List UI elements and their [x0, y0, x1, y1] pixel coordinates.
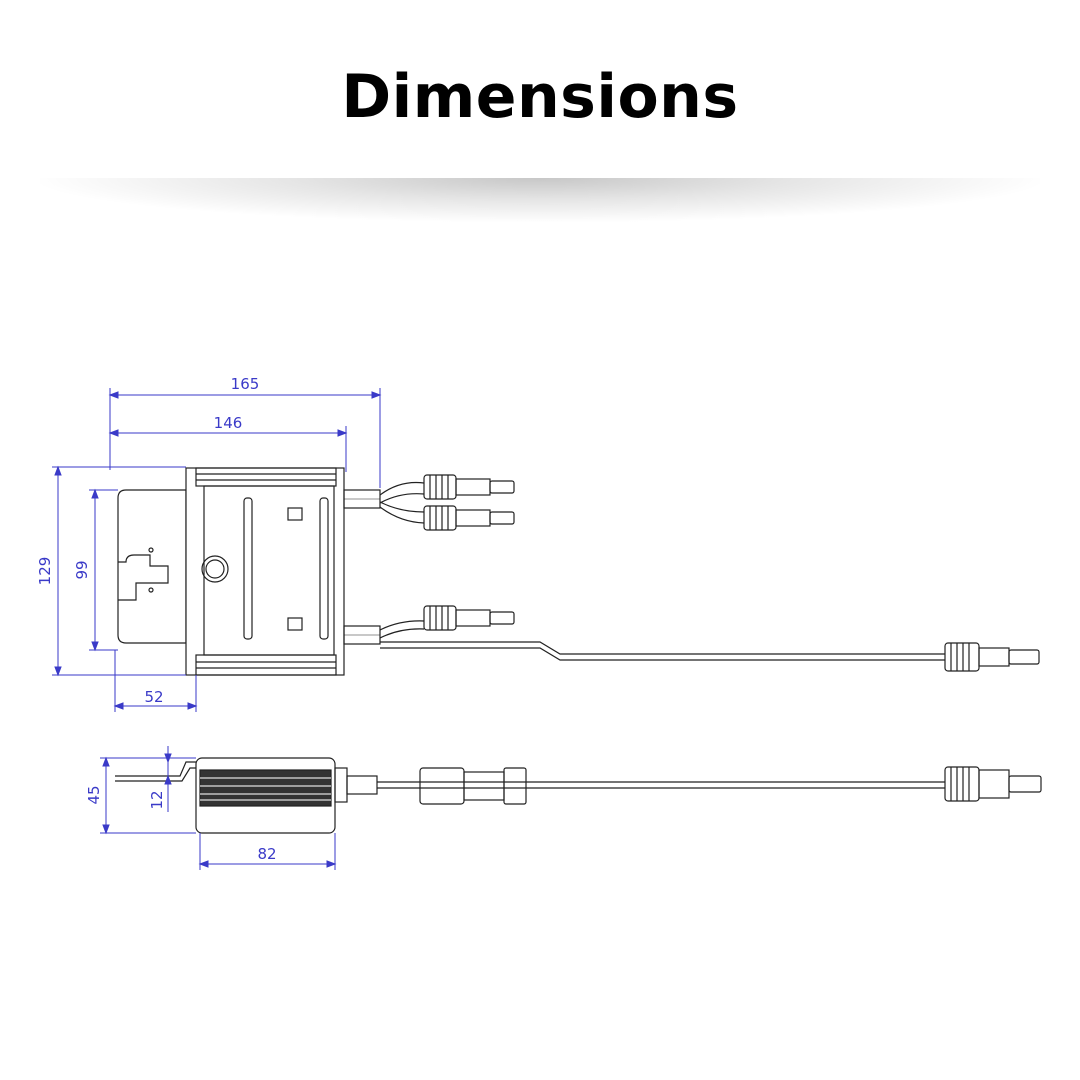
page-title: Dimensions	[341, 62, 739, 132]
side-bracket	[115, 761, 196, 777]
input-connector-2	[423, 505, 515, 531]
top-view	[117, 467, 1040, 676]
dimension-lines	[52, 388, 382, 870]
title-divider-shadow	[40, 178, 1040, 222]
bracket-slot	[118, 554, 169, 601]
side-connector-left	[419, 767, 527, 805]
dim-body-height: 99	[73, 560, 91, 579]
dim-side-total-height: 45	[85, 785, 103, 804]
output-connector	[944, 642, 1040, 672]
side-view	[115, 757, 1042, 834]
input-connector-1	[423, 474, 515, 500]
side-connector-right	[944, 766, 1042, 802]
dim-overall-height: 129	[36, 557, 54, 586]
center-hole	[201, 555, 229, 583]
dim-body-length: 146	[214, 414, 243, 432]
dim-bracket-width: 52	[144, 688, 163, 706]
lower-connector	[423, 605, 515, 631]
dim-side-length: 82	[257, 845, 276, 863]
dim-side-flange: 12	[148, 790, 166, 809]
dim-overall-length: 165	[231, 375, 260, 393]
